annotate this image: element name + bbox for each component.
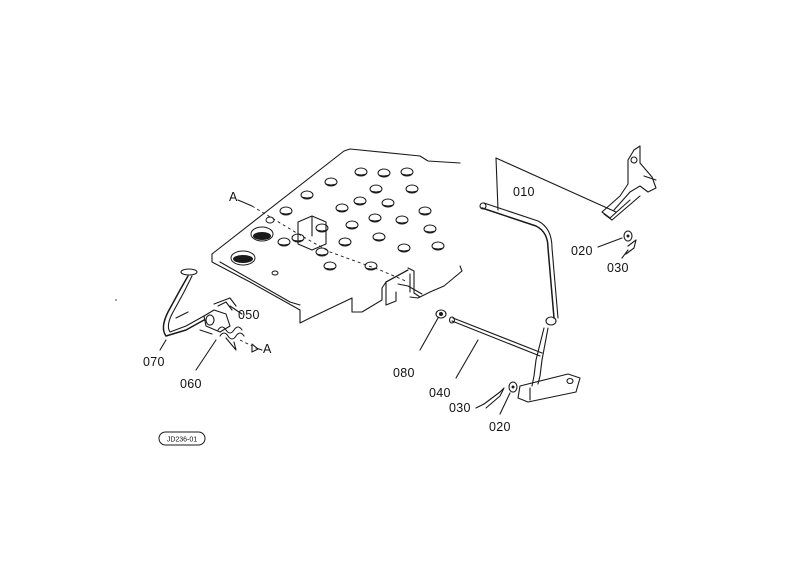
side-bracket — [385, 269, 409, 283]
part-020-label-right: 020 — [571, 244, 593, 258]
part-020-label-bottom: 020 — [489, 420, 511, 434]
part-010-label: 010 — [513, 185, 535, 199]
washer-020-right — [597, 230, 633, 248]
diagram-code-badge: JD236-01 — [158, 431, 206, 446]
part-050-label: 050 — [238, 308, 260, 322]
part-040-label: 040 — [429, 386, 451, 400]
stray-dot — [115, 299, 117, 301]
section-a-label-top: A — [229, 190, 238, 204]
pin-030-bottom — [475, 387, 505, 409]
diagram-code: JD236-01 — [167, 437, 197, 444]
plate-holes — [265, 167, 445, 276]
rod-040 — [448, 316, 543, 379]
washer-020-bottom — [499, 381, 518, 415]
part-070-label: 070 — [143, 355, 165, 369]
floor-plate — [211, 148, 463, 324]
lower-arm — [517, 327, 581, 403]
shaft-050-area — [203, 297, 243, 333]
lever-070 — [159, 268, 205, 351]
part-010-rod — [479, 157, 617, 326]
part-060-label: 060 — [180, 377, 202, 391]
spring-060 — [195, 326, 263, 371]
collar-080 — [397, 283, 447, 351]
part-030-label-right: 030 — [607, 261, 629, 275]
upper-bracket — [601, 145, 657, 221]
part-030-label-bottom: 030 — [449, 401, 471, 415]
pin-030-right — [621, 239, 637, 259]
part-080-label: 080 — [393, 366, 415, 380]
section-a-line — [237, 199, 409, 283]
section-a-label-bottom: A — [263, 342, 272, 356]
